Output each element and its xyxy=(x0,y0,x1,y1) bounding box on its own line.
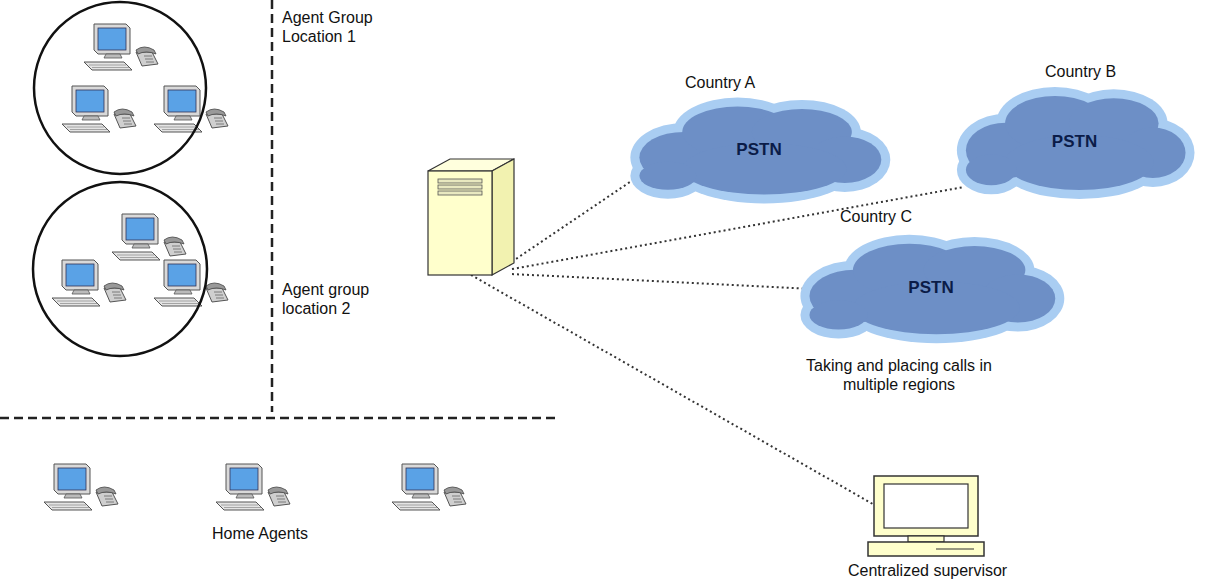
pstn-cloud: Country B PSTN xyxy=(952,58,1197,204)
circle-outline xyxy=(31,180,209,358)
supervisor-monitor xyxy=(866,474,996,560)
dotted-connector xyxy=(471,275,888,513)
agent-computer xyxy=(62,86,136,132)
country-label: Country A xyxy=(685,73,755,92)
agent-computer xyxy=(112,214,186,260)
circle-outline xyxy=(32,0,208,176)
group-label: Agent group location 2 xyxy=(282,280,394,318)
supervisor-label: Centralized supervisor xyxy=(848,561,998,580)
agent-group-circle: Agent group location 2 xyxy=(30,180,398,360)
server-icon xyxy=(424,155,518,279)
pstn-cloud: Country C PSTN xyxy=(795,205,1067,348)
divider-line xyxy=(0,417,555,420)
agent-computer xyxy=(84,24,158,70)
country-label: Country C xyxy=(840,207,912,226)
pstn-label: PSTN xyxy=(795,278,1067,297)
pstn-cloud: Country A PSTN xyxy=(625,68,893,208)
agent-computer xyxy=(154,260,228,306)
dotted-connector xyxy=(512,274,814,289)
server-tower xyxy=(424,155,518,279)
group-label: Agent Group Location 1 xyxy=(282,8,394,46)
supervisor-terminal: Centralized supervisor xyxy=(848,474,998,582)
agent-group-circle: Agent Group Location 1 xyxy=(30,0,398,178)
home-agent-computer xyxy=(216,464,290,510)
group-label: Home Agents xyxy=(160,524,360,543)
note-label: Taking and placing calls in multiple reg… xyxy=(786,356,1012,394)
agent-computer xyxy=(52,260,126,306)
pstn-label: PSTN xyxy=(625,140,893,159)
dotted-connector xyxy=(512,178,636,262)
home-agent-computer xyxy=(392,464,466,510)
home-agent-computer xyxy=(44,464,118,510)
agent-computer xyxy=(154,86,228,132)
divider-line xyxy=(271,0,274,412)
country-label: Country B xyxy=(1045,62,1116,81)
pstn-label: PSTN xyxy=(952,132,1197,151)
